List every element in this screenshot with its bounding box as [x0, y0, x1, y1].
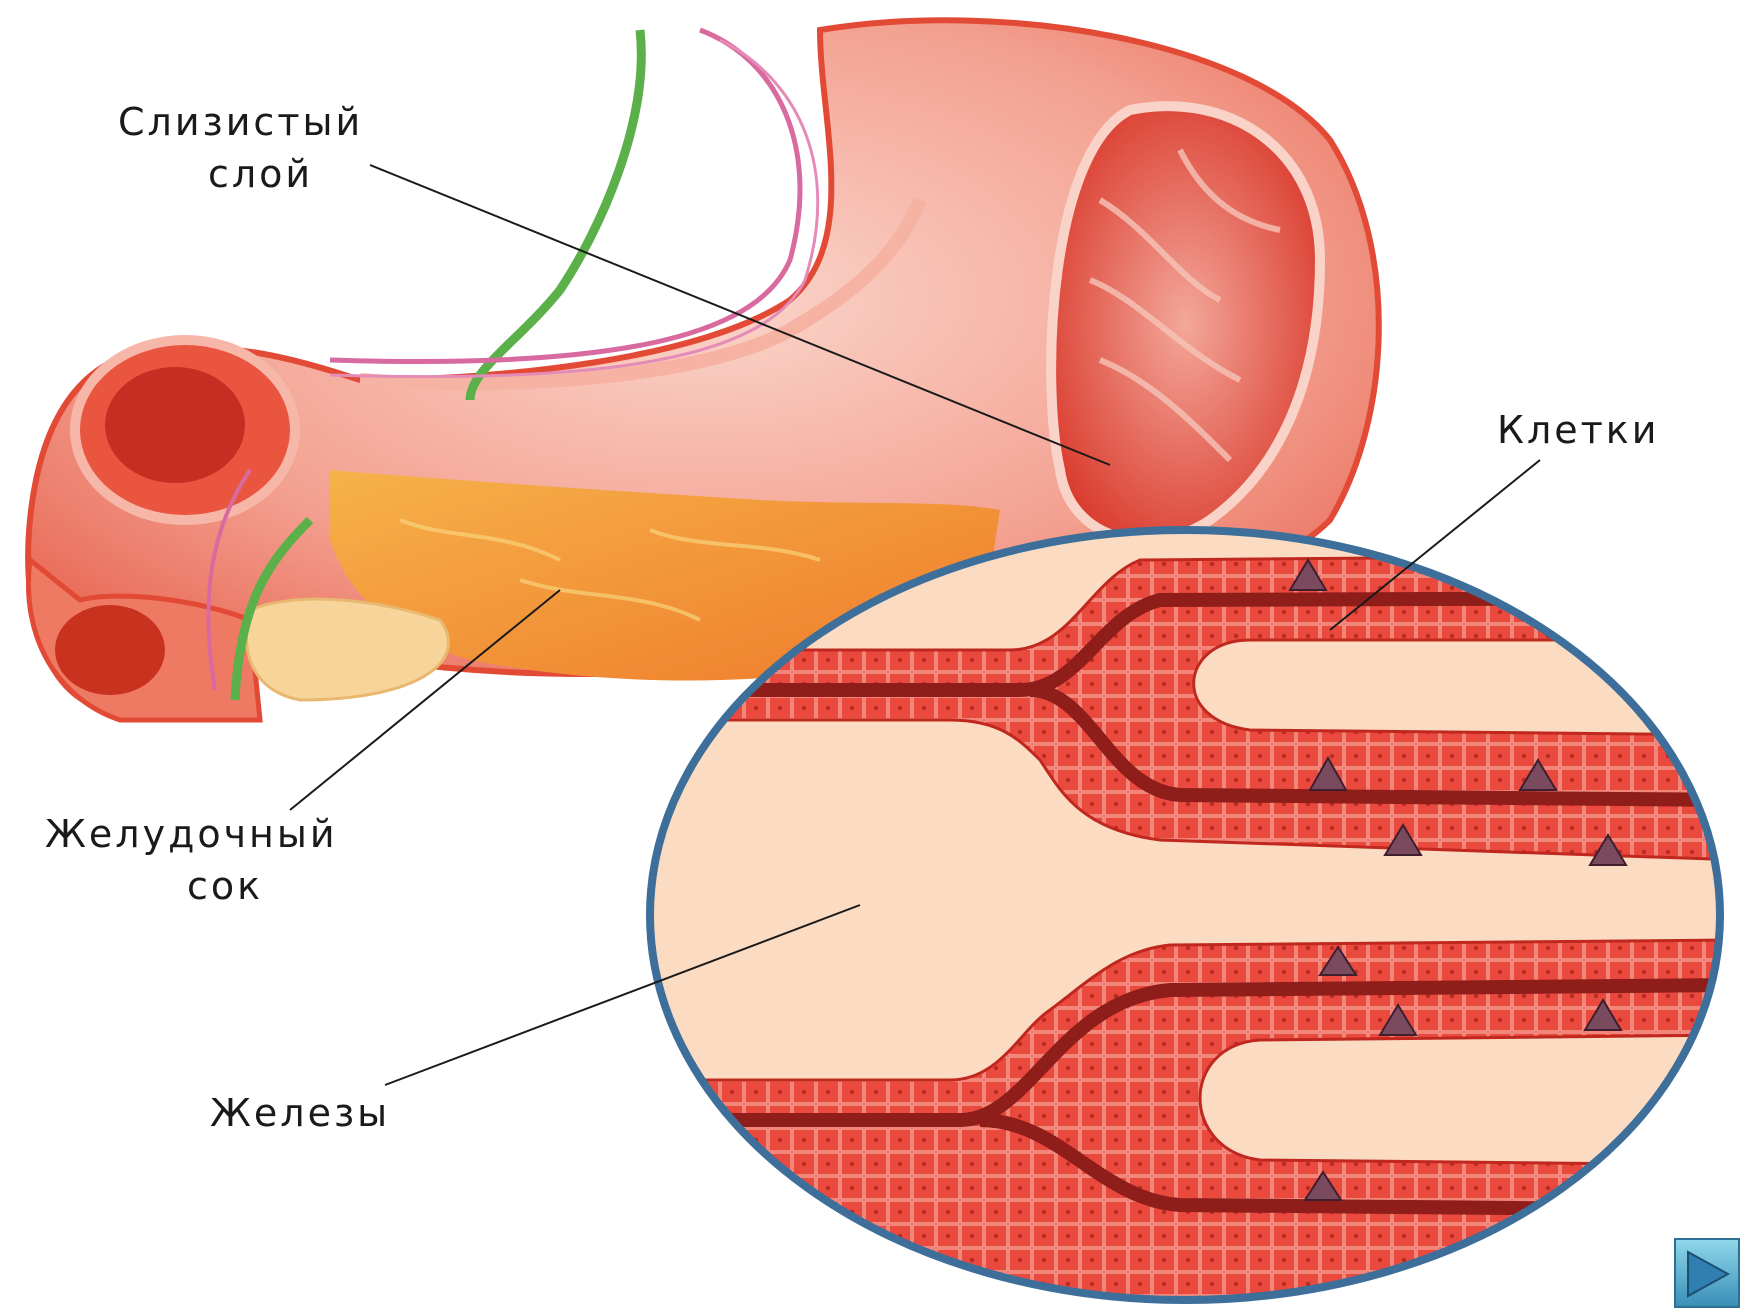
pancreas	[247, 599, 449, 700]
label-gastric-juice-line2: сок	[45, 860, 338, 912]
label-mucous-layer-line2: слой	[118, 148, 363, 200]
label-gastric-juice-line1: Желудочный	[45, 808, 338, 860]
next-slide-button[interactable]	[1674, 1238, 1740, 1308]
label-glands: Железы	[210, 1087, 390, 1139]
magnified-glands-view	[640, 530, 1740, 1300]
label-mucous-layer: Слизистый слой	[118, 96, 363, 200]
label-gastric-juice: Желудочный сок	[45, 808, 338, 912]
label-mucous-layer-line1: Слизистый	[118, 96, 363, 148]
play-triangle-icon	[1684, 1248, 1732, 1300]
label-cells: Клетки	[1497, 404, 1659, 456]
